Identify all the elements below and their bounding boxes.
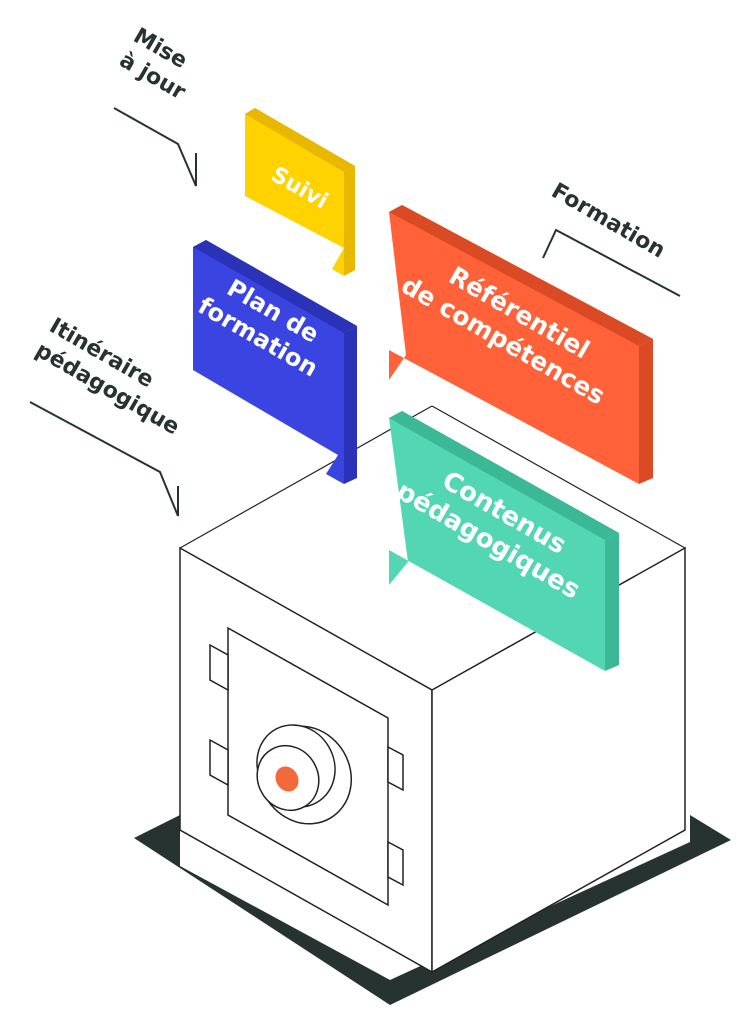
bubble-referentiel-side <box>639 339 653 484</box>
bubble-contenus: Contenuspédagogiques <box>389 411 619 671</box>
annotation-itineraire-text: Itinérairepédagogique <box>31 314 198 441</box>
annotation-itineraire: Itinérairepédagogique <box>29 314 198 517</box>
bubble-contenus-side <box>605 533 619 671</box>
annotation-formation-line <box>542 228 681 297</box>
annotation-mise-a-jour-text: Miseà jour <box>115 24 204 106</box>
annotation-mise-a-jour-line <box>113 107 197 187</box>
annotation-mise-a-jour: Miseà jour <box>113 24 204 187</box>
dial-icon <box>256 724 353 825</box>
bubble-plan: Plan deformation <box>193 240 357 484</box>
latch-bottom <box>387 840 404 887</box>
hinge-bottom <box>209 738 229 787</box>
safe-top-left-edge <box>179 405 433 549</box>
bubble-suivi-side <box>344 166 355 276</box>
safe-icon <box>179 405 686 974</box>
latch-top <box>387 745 404 792</box>
bubble-plan-face <box>193 240 357 484</box>
bubble-plan-top <box>193 240 357 333</box>
bubble-suivi-top <box>245 108 355 172</box>
dial-center-dot <box>275 766 299 792</box>
annotation-formation: Formation <box>542 179 681 297</box>
safe-top-right-edge <box>431 405 686 549</box>
bubble-suivi: Suivi <box>245 108 355 276</box>
annotation-formation-text: Formation <box>547 179 669 264</box>
bubble-contenus-face <box>389 411 619 671</box>
hinge-top <box>209 643 229 692</box>
bubble-referentiel-top <box>389 205 653 346</box>
bubble-referentiel-face <box>389 205 653 484</box>
bubble-plan-side <box>344 326 357 484</box>
annotation-itineraire-line <box>29 401 179 517</box>
bubble-suivi-face <box>245 108 355 276</box>
bubble-contenus-top <box>389 411 619 540</box>
